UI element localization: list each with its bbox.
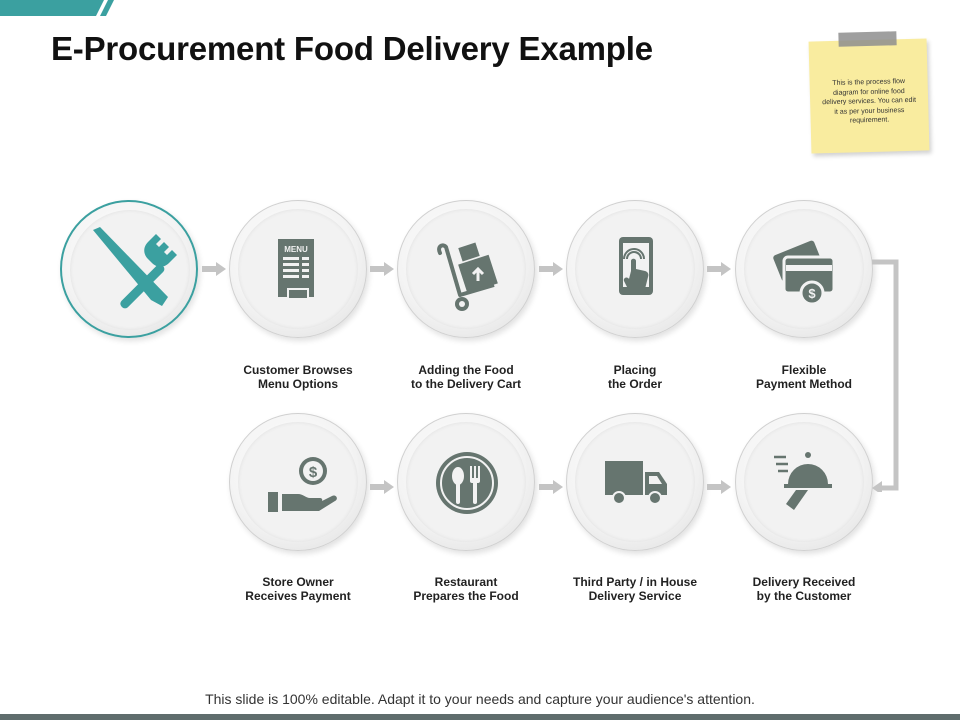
sticky-note-text: This is the process flow diagram for onl… [822,78,917,125]
menu-icon-text: MENU [284,245,308,254]
start-node [60,200,198,338]
step-delivery-node [566,413,704,551]
arrow-right [707,262,731,276]
page-title: E-Procurement Food Delivery Example [51,30,653,67]
step-owner-node: $ [229,413,367,551]
menu-icon: MENU [278,239,314,300]
step-order-node [566,200,704,338]
svg-text:$: $ [309,464,318,481]
step-prepare-node [397,413,535,551]
step-cart-node [397,200,535,338]
sticky-note: This is the process flow diagram for onl… [808,31,930,154]
arrow-right [707,480,731,494]
plate-icon [436,452,498,514]
step-received-node [735,413,873,551]
svg-text:$: $ [808,286,816,301]
cloche-icon [774,452,832,510]
bottom-bar [0,714,960,720]
row-connector-arrow [872,259,899,492]
truck-icon [605,461,667,505]
arrow-right [539,480,563,494]
arrow-right [370,262,394,276]
cutlery-icon [93,227,177,309]
sticky-tape [838,31,897,47]
arrow-right [202,262,226,276]
money-hand-icon: $ [268,457,337,512]
hand-truck-icon [437,242,498,311]
step-payment-node: $ [735,200,873,338]
arrow-right [539,262,563,276]
footer-text: This slide is 100% editable. Adapt it to… [205,691,755,707]
corner-accent [0,0,114,16]
phone-tap-icon [619,237,653,295]
payment-card-icon: $ [773,240,836,306]
step-browse-node: MENU [229,200,367,338]
arrow-right [370,480,394,494]
